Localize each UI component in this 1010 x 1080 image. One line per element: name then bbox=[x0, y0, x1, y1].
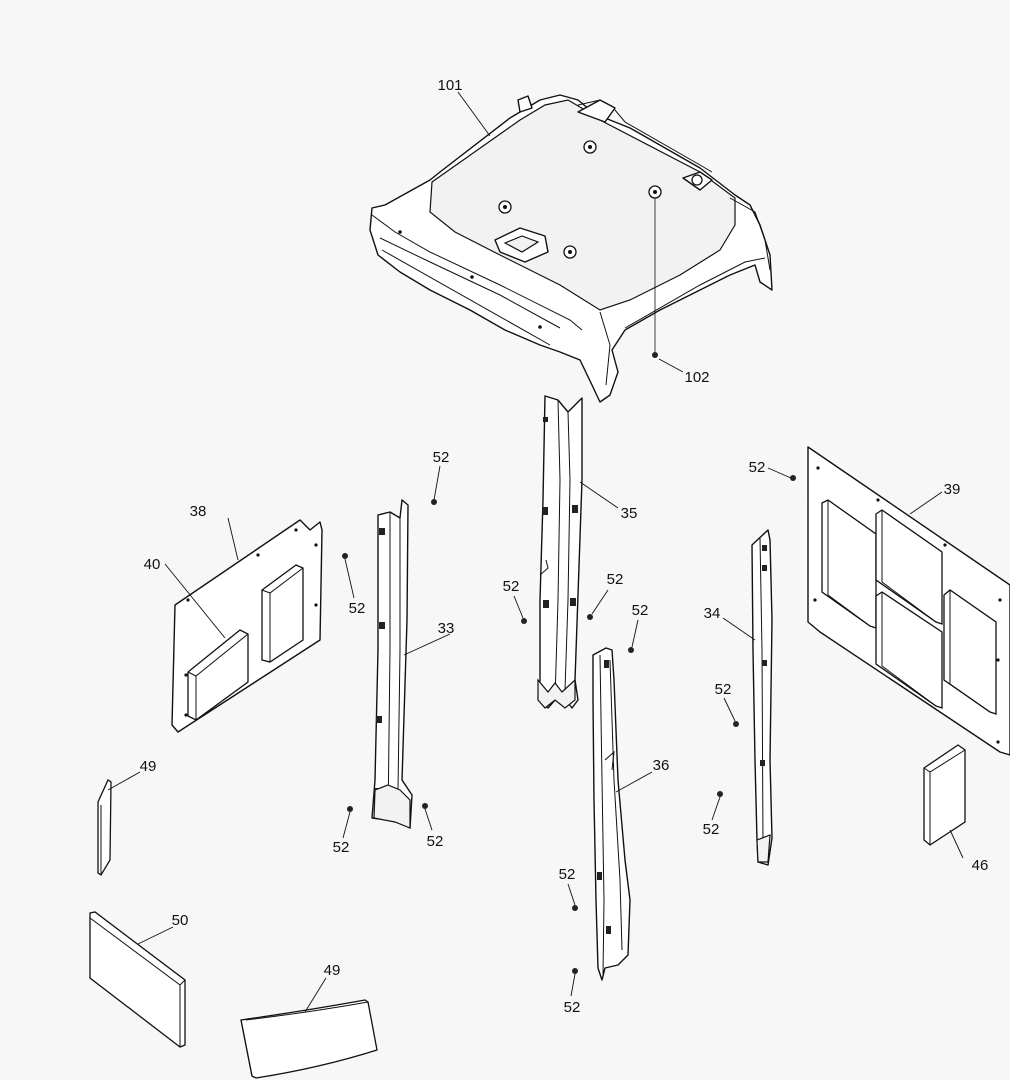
callout-52: 52 bbox=[607, 571, 624, 588]
callout-101: 101 bbox=[437, 77, 462, 94]
callout-35: 35 bbox=[621, 505, 638, 522]
callout-38: 38 bbox=[190, 503, 207, 520]
thin-pad bbox=[97, 779, 112, 876]
callout-102: 102 bbox=[684, 369, 709, 386]
curved-pad bbox=[240, 999, 378, 1079]
right-pillar-trim bbox=[751, 529, 773, 866]
roof-liner bbox=[369, 94, 773, 403]
callout-52: 52 bbox=[503, 578, 520, 595]
callout-33: 33 bbox=[438, 620, 455, 637]
right-panel bbox=[807, 446, 1010, 756]
roof-clip bbox=[652, 198, 658, 358]
left-pillar-trim bbox=[371, 499, 413, 829]
callout-52: 52 bbox=[632, 602, 649, 619]
callout-52: 52 bbox=[703, 821, 720, 838]
callout-49-curved: 49 bbox=[324, 962, 341, 979]
center-pillar-trim bbox=[537, 395, 583, 709]
callout-40: 40 bbox=[144, 556, 161, 573]
callout-52: 52 bbox=[715, 681, 732, 698]
leader-lines bbox=[107, 91, 964, 1013]
callout-52: 52 bbox=[427, 833, 444, 850]
lower-center-trim bbox=[592, 647, 631, 981]
callout-34: 34 bbox=[704, 605, 721, 622]
callout-52: 52 bbox=[333, 839, 350, 856]
callout-52: 52 bbox=[349, 600, 366, 617]
callout-46: 46 bbox=[972, 857, 989, 874]
callout-52: 52 bbox=[749, 459, 766, 476]
callout-52: 52 bbox=[433, 449, 450, 466]
callout-52: 52 bbox=[559, 866, 576, 883]
loose-pad bbox=[923, 744, 966, 846]
callout-labels: 101 102 35 38 40 39 34 33 36 46 49 50 49… bbox=[140, 77, 989, 1016]
callout-50: 50 bbox=[172, 912, 189, 929]
left-panel bbox=[171, 519, 323, 733]
callout-49-thin: 49 bbox=[140, 758, 157, 775]
front-pad bbox=[89, 911, 186, 1048]
callout-36: 36 bbox=[653, 757, 670, 774]
callout-39: 39 bbox=[944, 481, 961, 498]
fasteners bbox=[342, 475, 796, 974]
callout-52: 52 bbox=[564, 999, 581, 1016]
